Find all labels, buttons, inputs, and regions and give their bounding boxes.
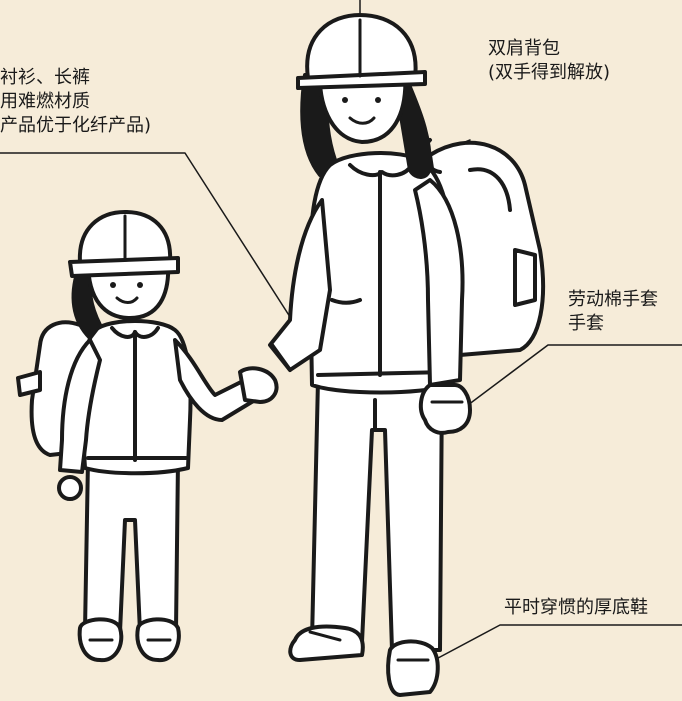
child-shoes [77,617,181,663]
child-left-arm [57,338,102,501]
adult-shoes [288,624,440,697]
gloves-callout: 劳动棉手套 手套 [568,288,658,336]
gloves-callout-line1: 劳动棉手套 [568,289,658,310]
backpack-callout-line1: 双肩背包 [488,38,560,59]
clothing-callout-line1: 衬衫、长裤 [0,67,90,88]
child-right-arm [173,338,279,422]
adult-trousers [310,378,444,652]
backpack-callout-line2: (双手得到解放) [488,62,611,83]
clothing-callout-line2: 用难燃材质 [0,91,90,112]
shoes-callout: 平时穿惯的厚底鞋 [504,596,648,620]
child-trousers [83,458,180,634]
backpack-callout: 双肩背包 (双手得到解放) [488,37,610,85]
child-head [68,210,180,320]
adult-left-arm [268,198,332,372]
gloves-callout-line2: 手套 [568,313,604,334]
adult-right-arm [413,178,472,435]
adult-head [296,13,427,144]
clothing-callout-line3: 产品优于化纤产品) [0,115,152,136]
callout-leader-lines [0,0,682,666]
clothing-callout: 衬衫、长裤 用难燃材质 产品优于化纤产品) [0,66,151,138]
shoes-callout-line1: 平时穿惯的厚底鞋 [504,597,648,618]
child-jacket [80,319,193,476]
